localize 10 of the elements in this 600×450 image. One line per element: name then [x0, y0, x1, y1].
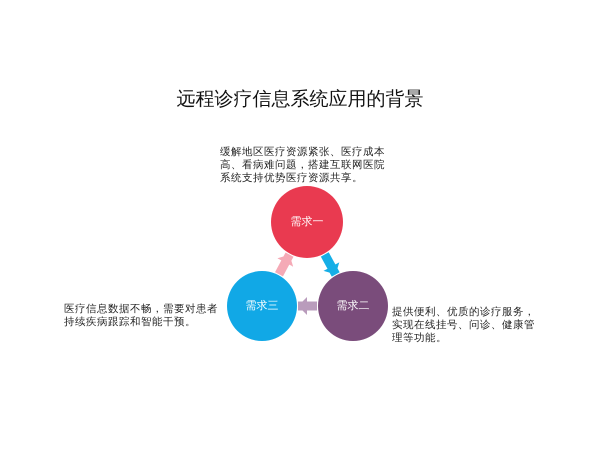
title: 远程诊疗信息系统应用的背景 — [176, 88, 424, 112]
arrow — [298, 297, 317, 315]
circle-label: 需求三 — [246, 298, 278, 314]
arrow — [320, 252, 340, 277]
circle-label: 需求一 — [290, 214, 324, 230]
circle-label: 需求二 — [336, 298, 370, 314]
arrow — [275, 252, 294, 276]
description-text: 缓解地区医疗资源紧张、医疗成本高、看病难问题，搭建互联网医院系统支持优势医疗资源共享。 — [220, 146, 386, 185]
description-text: 提供便利、优质的诊疗服务，实现在线挂号、问诊、健康管理等功能。 — [392, 306, 536, 345]
description-text: 医疗信息数据不畅，需要对患者持续疾病跟踪和智能干预。 — [64, 303, 219, 329]
